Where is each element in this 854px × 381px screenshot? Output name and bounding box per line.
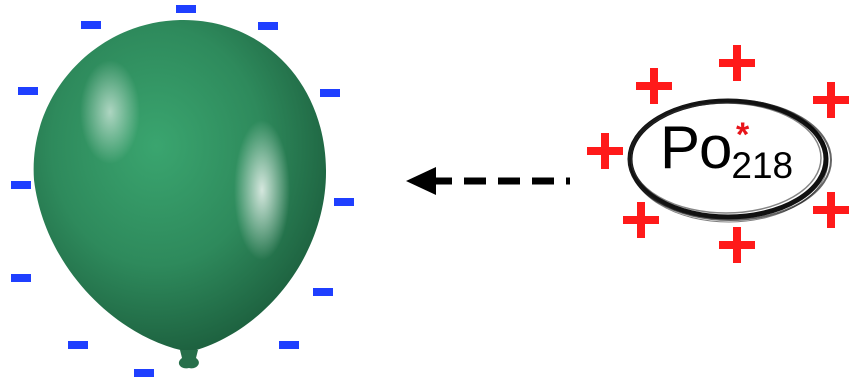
- balloon: [34, 20, 326, 368]
- positive-charge: [623, 202, 659, 238]
- negative-charge: [313, 288, 333, 296]
- negative-charge: [11, 274, 31, 282]
- negative-charge: [176, 5, 196, 13]
- negative-charge: [18, 87, 38, 95]
- atom-symbol: Po: [660, 118, 731, 178]
- negative-charge: [134, 369, 154, 377]
- positive-charge: [813, 82, 849, 118]
- negative-charge: [258, 22, 278, 30]
- dashed-arrow: [406, 167, 570, 195]
- negative-charge: [279, 341, 299, 349]
- positive-charge: [587, 133, 623, 169]
- negative-charge: [11, 181, 31, 189]
- negative-charge: [320, 89, 340, 97]
- excited-marker: *: [736, 118, 749, 152]
- negative-charge: [334, 198, 354, 206]
- balloon-highlight-right: [234, 120, 290, 260]
- arrow-head: [406, 167, 436, 195]
- positive-charge: [636, 68, 672, 104]
- positive-charge: [719, 227, 755, 263]
- atom-label: Po 218 *: [660, 118, 793, 190]
- negative-charge: [68, 341, 88, 349]
- balloon-knot: [179, 350, 199, 368]
- positive-charge: [813, 192, 849, 228]
- balloon-highlight-left: [80, 60, 140, 164]
- positive-charge: [719, 45, 755, 81]
- negative-charge: [81, 21, 101, 29]
